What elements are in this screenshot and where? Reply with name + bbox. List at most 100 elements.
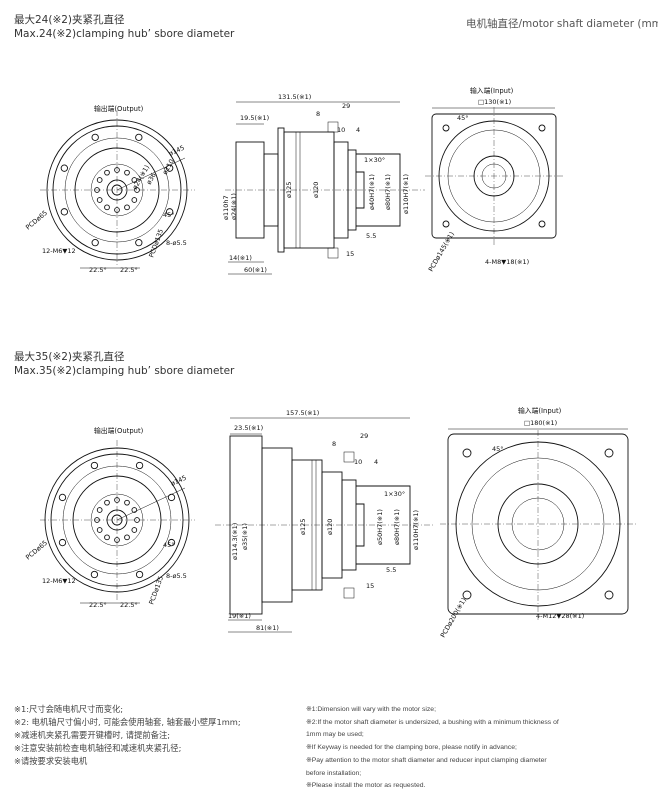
svg-text:23.5(※1): 23.5(※1) [234,424,263,432]
svg-text:ø114.3(※1): ø114.3(※1) [231,523,239,560]
bolt-hole [60,208,68,216]
svg-text:60(※1): 60(※1) [244,266,267,274]
note-en: before installation; [306,769,362,777]
svg-text:输入端(Input): 输入端(Input) [470,86,514,95]
notes-cn: ※1:尺寸会随电机尺寸而变化; ※2: 电机轴尺寸偏小时, 可能会使用轴套, 轴… [14,703,241,768]
bolt-hole [90,570,99,579]
svg-text:1×30°: 1×30° [364,156,385,164]
thread-hole [124,169,130,176]
svg-text:14(※1): 14(※1) [229,254,252,262]
note-cn: ※请按要求安装电机 [14,756,88,766]
thread-hole [96,527,103,533]
svg-text:29: 29 [342,102,350,110]
svg-text:45°: 45° [457,114,469,122]
svg-text:8: 8 [332,440,336,448]
bolt-hole [58,538,67,547]
svg-text:ø110: ø110 [161,158,176,176]
svg-text:ø50H7(※1): ø50H7(※1) [376,509,384,545]
svg-text:ø110H7(※1): ø110H7(※1) [412,510,420,550]
svg-text:5.5: 5.5 [386,566,396,574]
bolt-hole [58,493,67,502]
output-front-view: 输出端(Output) ø145 ø110 ø36 ø24(※1) 45° PC… [24,104,195,274]
svg-text:12-M6▼12: 12-M6▼12 [42,577,76,585]
output-label: 输出端(Output) [94,104,144,113]
svg-text:PCDø65: PCDø65 [24,539,49,562]
svg-text:ø125: ø125 [285,182,293,198]
bolt-hole [166,208,174,216]
bolt-hole [90,461,99,470]
section1-title-en: Max.24(※2)clamping hub’ sbore diameter [14,28,235,40]
svg-text:19(※1): 19(※1) [228,612,251,620]
note-en: ※If Keyway is needed for the clamping bo… [306,744,517,752]
svg-text:4-M8▼18(※1): 4-M8▼18(※1) [485,258,529,266]
thread-hole [131,507,138,513]
thread-hole [94,517,100,523]
svg-text:PCDø65: PCDø65 [24,209,49,232]
svg-text:15: 15 [366,582,374,590]
svg-text:输出端(Output): 输出端(Output) [94,426,144,435]
svg-text:1×30°: 1×30° [384,490,405,498]
section2-title-cn: 最大35(※2)夹紧孔直径 [14,351,125,363]
note-en: ※2:If the motor shaft diameter is unders… [306,718,559,726]
note-cn: ※减速机夹紧孔需要开键槽时, 请提前备注; [14,730,171,740]
svg-text:81(※1): 81(※1) [256,624,279,632]
side-view-2: 157.5(※1) 23.5(※1) 29 8 10 4 1×30° 5.5 1… [215,409,435,633]
svg-text:29: 29 [360,432,368,440]
svg-text:4-M12▼28(※1): 4-M12▼28(※1) [536,612,584,620]
svg-text:22.5°: 22.5° [120,266,138,274]
note-cn: ※2: 电机轴尺寸偏小时, 可能会使用轴套, 轴套最小壁厚1mm; [14,717,241,727]
bolt-hole [135,461,144,470]
svg-text:4: 4 [374,458,378,466]
thread-hole [114,537,120,543]
input-view: 输入端(Input) □130(※1) 45° PCDø145(※1) 4-M8… [425,86,565,273]
svg-text:10: 10 [354,458,362,466]
bolt-hole [135,570,144,579]
section1-title-cn: 最大24(※2)夹紧孔直径 [14,14,125,26]
svg-text:ø24(※1): ø24(※1) [230,193,238,220]
svg-text:ø145: ø145 [169,474,187,488]
thread-hole [94,187,100,193]
svg-text:ø40H7(※1): ø40H7(※1) [368,174,376,210]
input-view-2: 输入端(Input) □180(※1) 45° PCDø200(※1) 4-M1… [439,406,638,639]
svg-text:12-M6▼12: 12-M6▼12 [42,247,76,255]
note-en: ※Pay attention to the motor shaft diamet… [306,756,547,764]
side-view: 131.5(※1) 19.5(※1) 29 8 10 4 1×30° 5.5 1… [222,93,425,275]
thread-hole [124,499,130,506]
thread-hole [104,499,110,506]
drawing-section2: 输出端(Output) ø145 45° PCDø65 12-M6▼12 8-ø… [24,406,638,639]
svg-text:45°: 45° [492,445,504,453]
unit-note: 电机轴直径/motor shaft diameter (mm) [466,18,658,30]
svg-text:ø125: ø125 [299,519,307,535]
svg-text:19.5(※1): 19.5(※1) [240,114,269,122]
output-front-view-2: 输出端(Output) ø145 45° PCDø65 12-M6▼12 8-ø… [24,426,195,609]
svg-text:ø110H7(※1): ø110H7(※1) [402,174,410,214]
svg-text:ø120: ø120 [312,182,320,198]
svg-text:4: 4 [356,126,360,134]
thread-hole [104,204,110,211]
section2-title-en: Max.35(※2)clamping hub’ sbore diameter [14,365,235,377]
thread-hole [131,527,138,533]
svg-text:10: 10 [337,126,345,134]
bolt-hole [60,164,68,172]
thread-hole [131,197,138,203]
notes-en: ※1:Dimension will vary with the motor si… [306,704,559,793]
svg-text:22.5°: 22.5° [89,266,107,274]
thread-hole [104,169,110,176]
drawing-section1: 输出端(Output) ø145 ø110 ø36 ø24(※1) 45° PC… [24,86,565,275]
svg-text:45°: 45° [163,541,175,549]
svg-text:ø120: ø120 [326,519,334,535]
bolt-hole [91,133,99,141]
svg-text:5.5: 5.5 [366,232,376,240]
svg-text:8-ø5.5: 8-ø5.5 [166,239,187,247]
thread-hole [96,507,103,513]
svg-text:157.5(※1): 157.5(※1) [286,409,319,417]
svg-text:□180(※1): □180(※1) [524,419,557,427]
svg-text:ø80H7(※1): ø80H7(※1) [384,174,392,210]
svg-text:15: 15 [346,250,354,258]
svg-text:131.5(※1): 131.5(※1) [278,93,311,101]
thread-hole [124,534,130,541]
thread-hole [96,197,103,203]
note-en: ※1:Dimension will vary with the motor si… [306,706,436,713]
bolt-hole [167,538,176,547]
note-cn: ※注意安装前检查电机轴径和减速机夹紧孔径; [14,743,182,753]
